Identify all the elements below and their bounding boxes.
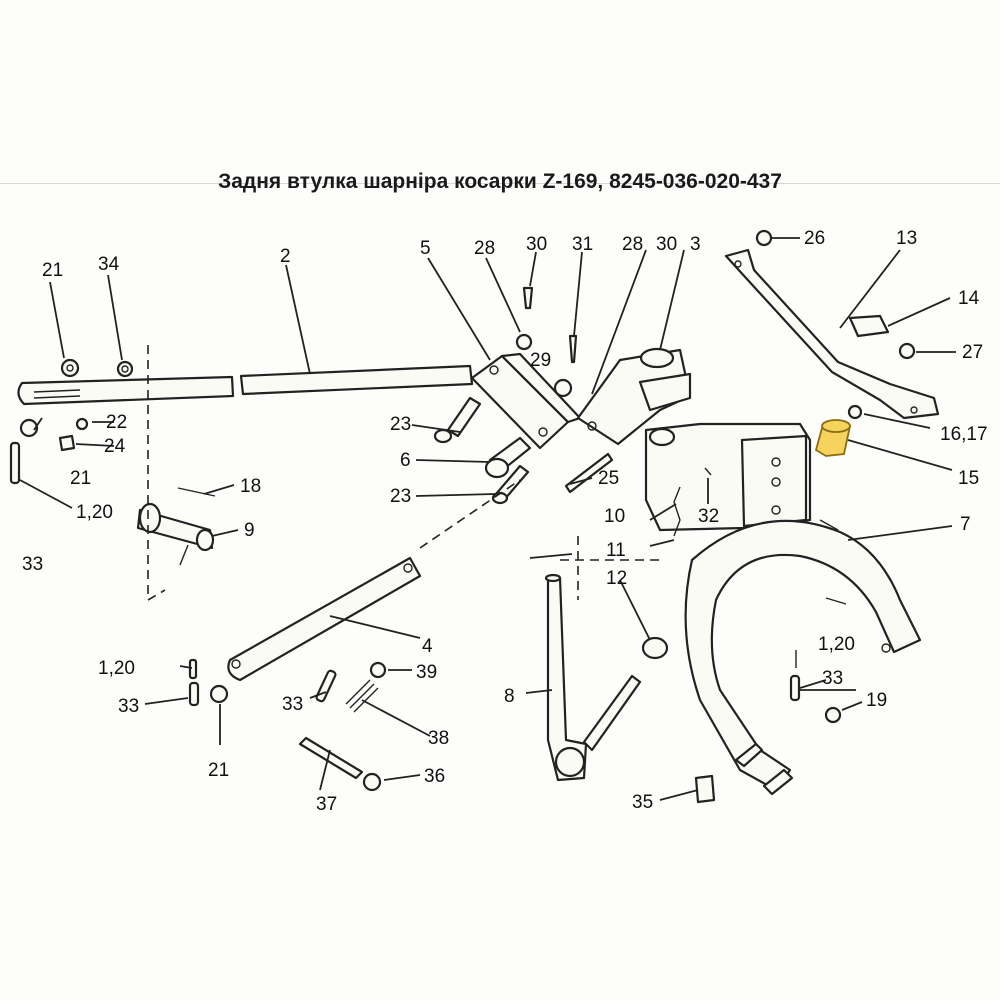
label-30-upper: 30 [656, 234, 677, 255]
part-37-lever [298, 736, 364, 780]
label-34: 34 [98, 254, 120, 275]
label-30: 30 [526, 234, 547, 255]
part-31-pin [568, 334, 578, 364]
label-21-mid: 21 [70, 468, 91, 489]
part-30-pin [522, 286, 534, 310]
part-8-pin [582, 674, 642, 752]
label-28-upper: 28 [622, 234, 643, 255]
label-18: 18 [240, 476, 261, 497]
part-3-frame [576, 347, 812, 532]
part-13-bracket [724, 248, 940, 420]
part-33-pin-left [188, 681, 200, 707]
label-37: 37 [316, 794, 337, 815]
part-22-washer [75, 417, 89, 431]
part-12-bushing [641, 636, 669, 660]
label-7: 7 [960, 514, 971, 535]
label-33-lower: 33 [282, 694, 303, 715]
part-24-spring [58, 434, 76, 452]
label-13: 13 [896, 228, 917, 249]
assembly-line-center [560, 536, 660, 600]
part-9-handle [136, 502, 215, 566]
label-28: 28 [474, 238, 495, 259]
part-19-nut [824, 706, 842, 724]
part-35-nut [694, 774, 716, 804]
part-5-bracket [470, 352, 582, 450]
label-21-lower: 21 [208, 760, 229, 781]
label-5: 5 [420, 238, 431, 259]
label-19: 19 [866, 690, 887, 711]
part-36-washer [362, 772, 382, 792]
label-33-left: 33 [118, 696, 139, 717]
part-27-nut [898, 342, 916, 360]
divider-line [0, 183, 1000, 184]
part-8-shaft [544, 573, 588, 782]
part-35-bolt-a [734, 742, 764, 768]
assembly-line-lower [419, 479, 521, 549]
label-9: 9 [244, 520, 255, 541]
page-title: Задня втулка шарніра косарки Z-169, 8245… [218, 170, 782, 193]
label-38: 38 [428, 728, 449, 749]
part-15-rear-bushing-highlighted [814, 419, 852, 457]
label-14: 14 [958, 288, 980, 309]
label-2: 2 [280, 246, 291, 267]
part-28-nut [515, 333, 533, 351]
part-35-bolt-b [762, 768, 794, 796]
label-33: 33 [22, 554, 43, 575]
part-7-curved-arm [684, 519, 922, 792]
part-34-nut [116, 360, 134, 378]
label-6: 6 [400, 450, 411, 471]
part-32-pin [704, 467, 712, 476]
part-7-hole [881, 643, 891, 653]
label-36: 36 [424, 766, 445, 787]
label-1-20-right: 1,20 [818, 634, 855, 655]
part-16-17-washer [847, 404, 863, 420]
part-18-spring [177, 487, 216, 497]
part-21-washer-small [19, 418, 39, 438]
part-10-chain [673, 486, 681, 537]
part-38-spring [345, 679, 379, 713]
part-26-nut [755, 229, 773, 247]
label-26: 26 [804, 228, 825, 249]
part-4-bar [227, 556, 422, 682]
label-8: 8 [504, 686, 515, 707]
label-35: 35 [632, 792, 653, 813]
label-23: 23 [390, 414, 411, 435]
part-21-washer-lower [209, 684, 229, 704]
part-29-nut [553, 378, 573, 398]
label-32: 32 [698, 506, 719, 527]
part-23-bolt-upper [433, 396, 482, 444]
label-29: 29 [530, 350, 551, 371]
label-25: 25 [598, 468, 619, 489]
part-21-washer [60, 358, 80, 378]
part-14-clip [848, 314, 890, 338]
label-39: 39 [416, 662, 437, 683]
part-33-pin-lower [315, 669, 337, 703]
label-16-17: 16,17 [940, 424, 988, 445]
label-33-right: 33 [822, 668, 843, 689]
label-1-20-left: 1,20 [98, 658, 135, 679]
part-6-pin [484, 436, 532, 479]
label-4: 4 [422, 636, 433, 657]
label-1-20: 1,20 [76, 502, 113, 523]
part-2-bar [17, 364, 474, 406]
label-12: 12 [606, 568, 627, 589]
label-21: 21 [42, 260, 63, 281]
label-22: 22 [106, 412, 127, 433]
label-23-lower: 23 [390, 486, 411, 507]
label-3: 3 [690, 234, 701, 255]
part-33-pin [9, 441, 21, 485]
label-10: 10 [604, 506, 625, 527]
part-1-20-split-pin-left [188, 658, 198, 680]
part-39-washer [369, 661, 387, 679]
label-11: 11 [606, 540, 626, 561]
label-24: 24 [104, 436, 126, 457]
label-31: 31 [572, 234, 593, 255]
assembly-line-left [147, 345, 166, 602]
part-33-pin-right [789, 674, 801, 702]
label-15: 15 [958, 468, 979, 489]
label-27: 27 [962, 342, 983, 363]
